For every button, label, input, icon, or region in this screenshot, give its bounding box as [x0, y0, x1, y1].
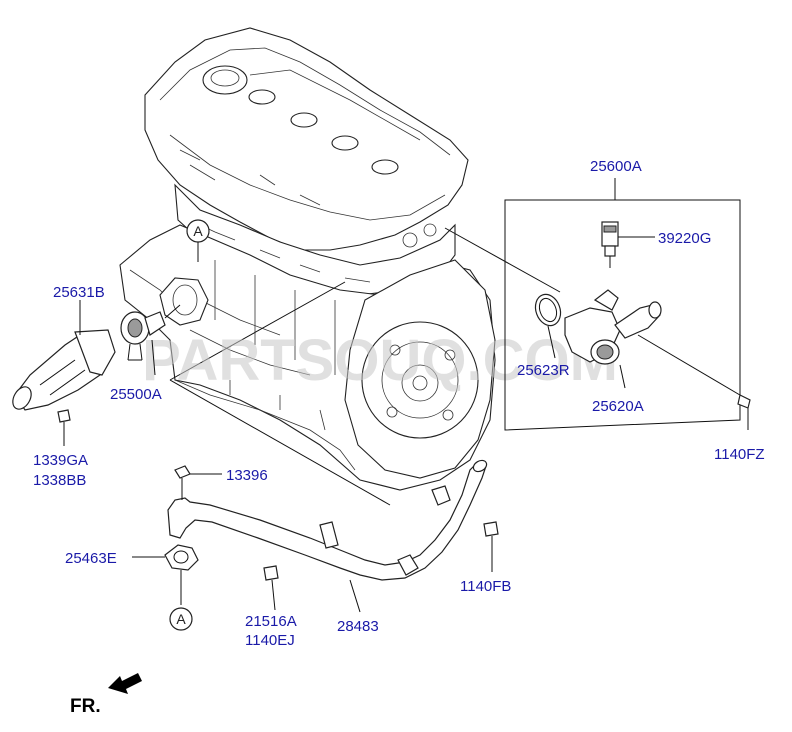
inlet-cover-part — [12, 300, 116, 411]
bolt-21516A-part — [263, 565, 279, 611]
label-1140FZ[interactable]: 1140FZ — [714, 446, 765, 463]
callout-a-top[interactable]: A — [186, 219, 210, 262]
label-1140EJ[interactable]: 1140EJ — [245, 632, 295, 649]
front-direction-marker: FR. — [70, 673, 142, 717]
label-1338BB[interactable]: 1338BB — [33, 472, 86, 489]
nut-13396-part — [174, 465, 222, 500]
label-1140FB[interactable]: 1140FB — [460, 578, 511, 595]
thermostat-part — [120, 304, 181, 376]
front-arrow-icon — [108, 673, 142, 694]
label-25631B[interactable]: 25631B — [53, 284, 105, 301]
watermark: PARTSOUQ.COM — [142, 328, 618, 393]
callout-a-bottom[interactable]: A — [169, 607, 193, 631]
label-28483[interactable]: 28483 — [337, 618, 379, 635]
label-13396[interactable]: 13396 — [226, 467, 268, 484]
label-21516A[interactable]: 21516A — [245, 613, 297, 630]
gasket-part — [132, 544, 199, 605]
bolt-1339GA-part — [57, 409, 71, 446]
bolt-1140FZ-part — [737, 394, 751, 430]
callout-a-bottom-label: A — [176, 611, 186, 627]
callout-a-top-label: A — [193, 223, 203, 239]
temp-sensor-part — [601, 221, 655, 268]
water-outlet-housing-part — [564, 289, 746, 399]
label-25623R[interactable]: 25623R — [517, 362, 570, 379]
bolt-1140FB-part — [483, 521, 499, 572]
label-1339GA[interactable]: 1339GA — [33, 452, 88, 469]
label-25463E[interactable]: 25463E — [65, 550, 117, 567]
water-pipe-part — [167, 459, 488, 613]
front-marker-label: FR. — [70, 696, 101, 717]
label-25500A[interactable]: 25500A — [110, 386, 162, 403]
assembly-box-25600A — [444, 178, 741, 431]
label-25620A[interactable]: 25620A — [592, 398, 644, 415]
engine-block — [119, 27, 496, 506]
o-ring-part — [534, 293, 562, 359]
label-25600A[interactable]: 25600A — [590, 158, 642, 175]
label-39220G[interactable]: 39220G — [658, 230, 711, 247]
